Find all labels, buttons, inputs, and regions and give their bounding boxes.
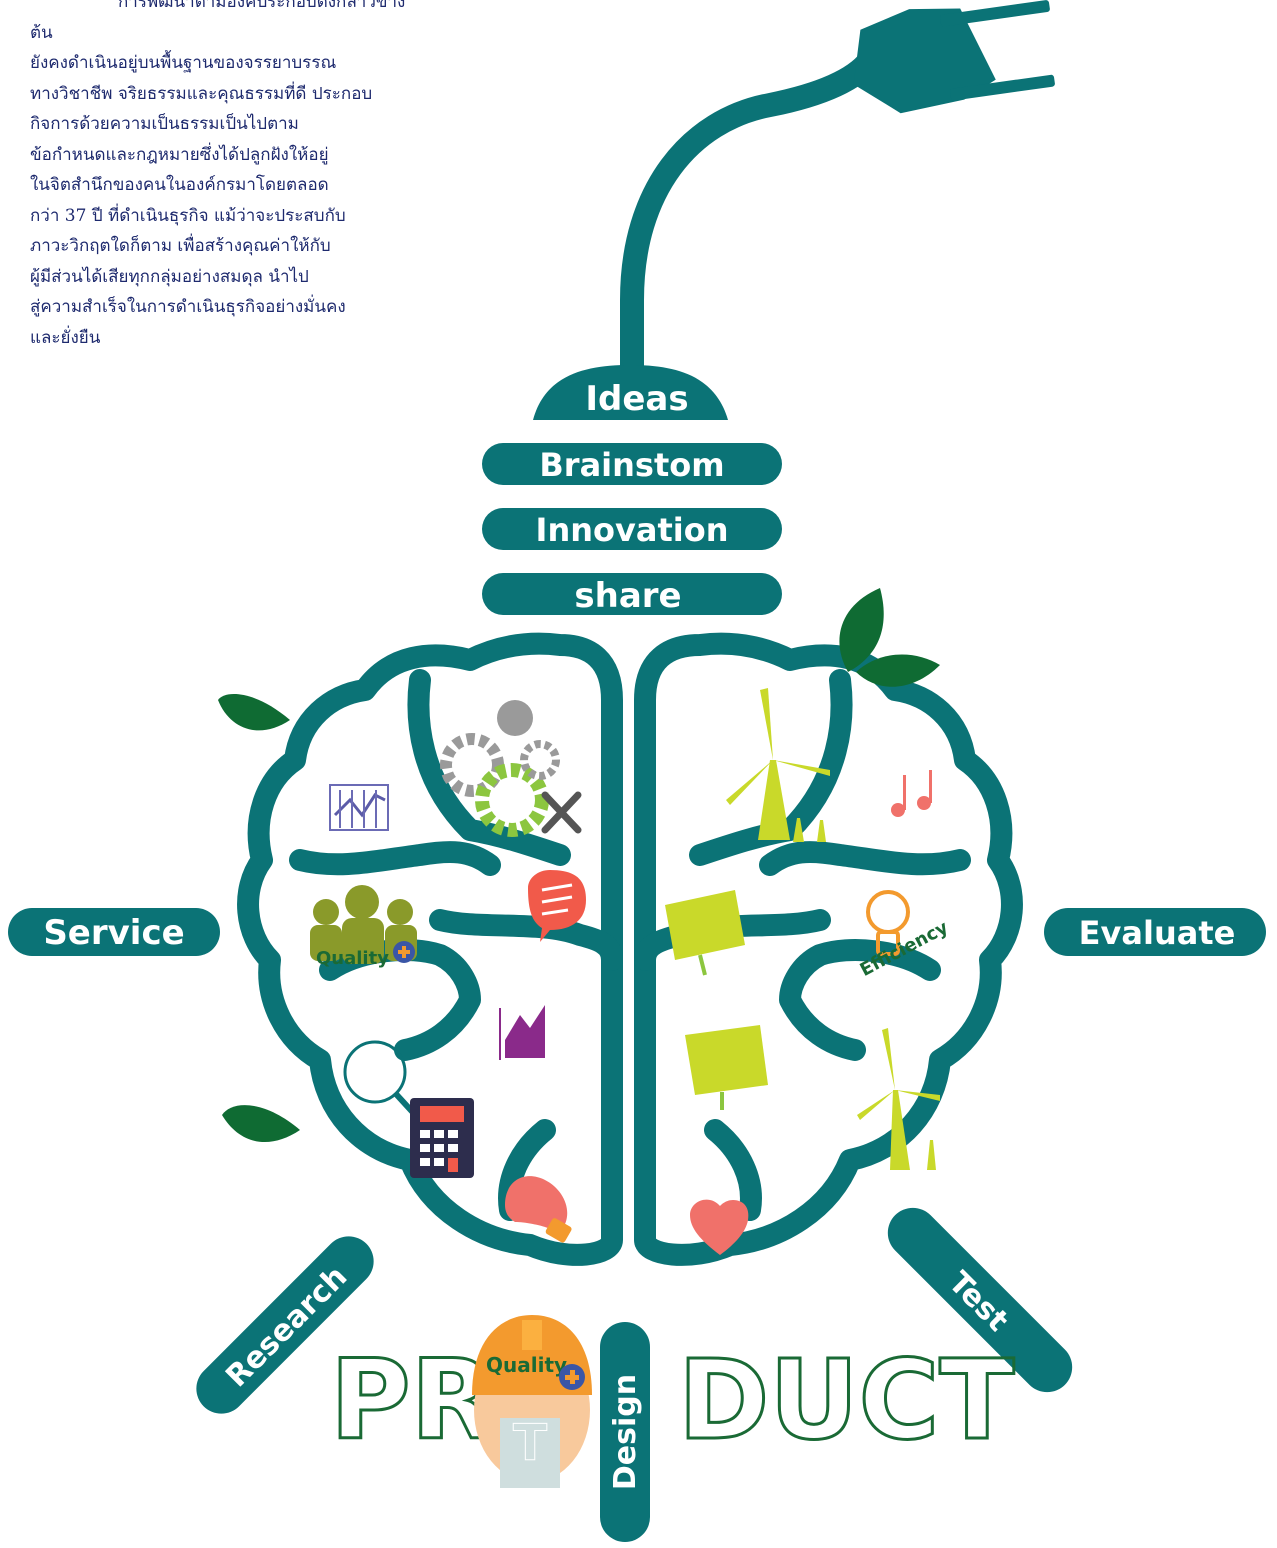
- label-design: Design: [608, 1374, 643, 1490]
- plus-badge-icon: [393, 941, 415, 963]
- label-share: share: [574, 576, 681, 616]
- paragraph-line: ข้อกำหนดและกฎหมายซึ่งได้ปลูกฝังให้อยู่: [30, 144, 329, 165]
- heart-icon: [690, 1199, 749, 1255]
- pill-evaluate: Evaluate: [1044, 908, 1266, 956]
- bulb-cap-ideas: Ideas: [533, 365, 728, 420]
- intro-paragraph: การพัฒนาตามองค์ประกอบดังกล่าวข้างต้นยังค…: [30, 0, 408, 353]
- pill-design: Design: [600, 1322, 650, 1542]
- paragraph-line: สู่ความสำเร็จในการดำเนินธุรกิจอย่างมั่นค…: [30, 297, 346, 317]
- paragraph-line: ภาวะวิกฤตใดก็ตาม เพื่อสร้างคุณค่าให้กับ: [30, 236, 331, 256]
- power-plug-icon: [620, 0, 1055, 404]
- light-bulb-icon: [505, 1176, 572, 1243]
- paragraph-line: กว่า 37 ปี ที่ดำเนินธุรกิจ แม้ว่าจะประสบ…: [30, 205, 346, 226]
- product-word: PR DUCT: [329, 1335, 1016, 1466]
- label-brainstorm: Brainstom: [539, 446, 724, 484]
- light-bulb-efficiency-icon: [866, 890, 910, 956]
- wind-turbine-icon-2: [857, 1028, 940, 1170]
- pill-share: share: [482, 573, 782, 616]
- badge-quality-helmet: Quality: [486, 1353, 567, 1377]
- paragraph-line: ในจิตสำนึกของคนในองค์กรมาโดยตลอด: [30, 175, 329, 195]
- bar-chart-icon: [499, 1005, 545, 1060]
- calculator-icon: [410, 1098, 474, 1178]
- pill-service: Service: [8, 908, 220, 956]
- line-chart-icon: [329, 784, 389, 831]
- gear-icon: [440, 700, 560, 837]
- pill-brainstorm: Brainstom: [482, 443, 782, 485]
- leaf-icon-top-right: [839, 588, 940, 687]
- label-ideas: Ideas: [585, 379, 688, 419]
- label-service: Service: [43, 913, 184, 953]
- paragraph-line: ผู้มีส่วนได้เสียทุกกลุ่มอย่างสมดุล นำไป: [30, 266, 309, 287]
- intro-paragraph-block: การพัฒนาตามองค์ประกอบดังกล่าวข้างต้นยังค…: [0, 0, 420, 420]
- product-left: PR: [330, 1336, 495, 1464]
- paragraph-line: ยังคงดำเนินอยู่บนพื้นฐานของจรรยาบรรณ: [30, 53, 337, 73]
- label-evaluate: Evaluate: [1079, 914, 1236, 952]
- chat-list-icon: [528, 870, 586, 942]
- label-innovation: Innovation: [536, 511, 729, 549]
- wind-turbine-icon: [726, 688, 830, 842]
- paragraph-line: ทางวิชาชีพ จริยธรรมและคุณธรรมที่ดี ประกอ…: [30, 83, 373, 104]
- wrench-screwdriver-icon: [541, 791, 582, 834]
- solar-panel-icon: [665, 890, 768, 1110]
- leaf-icon-bottom-left: [218, 694, 300, 1142]
- paragraph-line: การพัฒนาตามองค์ประกอบดังกล่าวข้างต้น: [30, 0, 406, 43]
- helmet-letter: T: [513, 1414, 547, 1472]
- product-right: DUCT: [678, 1336, 1014, 1464]
- paragraph-line: และยั่งยืน: [30, 327, 101, 348]
- badge-quality-team: Quality: [316, 948, 389, 969]
- music-note-icon: [891, 770, 932, 817]
- paragraph-line: กิจการด้วยความเป็นธรรมเป็นไปตาม: [30, 114, 299, 134]
- plus-badge-icon-helmet: [559, 1364, 585, 1390]
- pill-innovation: Innovation: [482, 508, 782, 550]
